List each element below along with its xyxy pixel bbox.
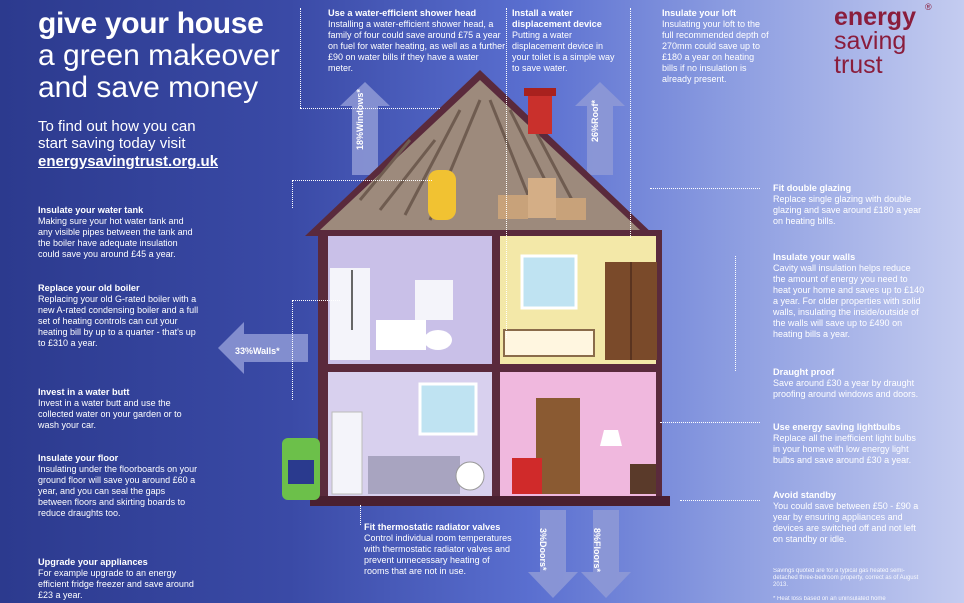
tip-draught-body: Save around £30 a year by draught proofi… [773,378,919,399]
roof-heat-arrow-icon [575,82,625,175]
tip-loft-body: Insulating your loft to the full recomme… [662,19,769,84]
tv [630,464,656,494]
front-door [536,398,580,494]
heat-loss-roof: 26%Roof* [590,99,600,142]
tip-double-glazing: Fit double glazing Replace single glazin… [773,183,923,227]
kitchen-window [418,382,478,436]
heat-loss-doors: 3%Doors* [538,528,548,571]
tip-bulbs-title: Use energy saving lightbulbs [773,422,901,432]
tip-walls-body: Cavity wall insulation helps reduce the … [773,263,925,339]
tip-walls-title: Insulate your walls [773,252,856,262]
tip-glazing-title: Fit double glazing [773,183,852,193]
tip-shower-body: Installing a water-efficient shower head… [328,19,506,73]
windows-heat-arrow-icon [340,82,390,175]
floors-heat-arrow-icon [581,510,631,598]
tip-boiler: Replace your old boiler Replacing your o… [38,283,200,349]
logo-trust: trust [834,51,883,79]
tip-standby: Avoid standby You could save between £50… [773,490,923,545]
bed [503,329,595,357]
tip-loft: Insulate your loft Insulating your loft … [662,8,772,85]
tip-water-tank: Insulate your water tank Making sure you… [38,205,198,260]
tip-floor-body: Insulating under the floorboards on your… [38,464,198,518]
tip-boiler-title: Replace your old boiler [38,283,140,293]
tip-radiator-valves: Fit thermostatic radiator valves Control… [364,522,516,577]
shower [330,268,370,360]
tip-boiler-body: Replacing your old G-rated boiler with a… [38,294,199,348]
tip-walls: Insulate your walls Cavity wall insulati… [773,252,925,340]
tip-shower-title: Use a water-efficient shower head [328,8,477,18]
tip-floor: Insulate your floor Insulating under the… [38,453,198,519]
tip-radiator-title: Fit thermostatic radiator valves [364,522,501,532]
tip-bulbs-body: Replace all the inefficient light bulbs … [773,433,916,465]
tip-glazing-body: Replace single glazing with double glazi… [773,194,922,226]
house-illustration [282,70,670,598]
tip-tank-title: Insulate your water tank [38,205,144,215]
tip-toilet-body: Putting a water displacement device in y… [512,30,615,73]
tip-lightbulbs: Use energy saving lightbulbs Replace all… [773,422,923,466]
tip-toilet-title: Install a water displacement device [512,8,602,29]
tip-water-butt: Invest in a water butt Invest in a water… [38,387,198,431]
washing-machine [455,461,485,491]
bedroom-window [520,254,578,310]
lamp [600,430,622,446]
tip-appliances-body: For example upgrade to an energy efficie… [38,568,194,600]
tip-floor-title: Insulate your floor [38,453,119,463]
website-link[interactable]: energysavingtrust.org.uk [38,153,219,170]
heat-loss-floors: 8%Floors* [592,528,602,573]
basin [376,320,426,350]
tip-radiator-body: Control individual room temperatures wit… [364,533,512,576]
tip-appliances-title: Upgrade your appliances [38,557,148,567]
tip-draught-title: Draught proof [773,367,835,377]
loft-water-tank [428,170,456,220]
title-line-2: a green makeover [38,39,280,72]
logo-registered-mark: ® [925,2,932,12]
mirror [415,280,453,320]
fridge-freezer [331,411,363,495]
tip-draught-proof: Draught proof Save around £30 a year by … [773,367,923,400]
heat-loss-windows: 18%Windows* [355,89,365,150]
tip-butt-body: Invest in a water butt and use the colle… [38,398,182,430]
toilet [424,330,452,350]
tip-shower-head: Use a water-efficient shower head Instal… [328,8,506,74]
tip-standby-title: Avoid standby [773,490,836,500]
tip-loft-title: Insulate your loft [662,8,737,18]
footnote-heat-loss: * Heat loss based on an uninsulated home [773,596,886,602]
title-line-3: and save money [38,71,259,104]
title-line-1: give your house [38,7,264,40]
kitchen-units [368,456,460,494]
logo-saving: saving [834,27,907,55]
tip-butt-title: Invest in a water butt [38,387,130,397]
loft-box [498,195,528,219]
loft-space [320,80,640,230]
doors-heat-arrow-icon [528,510,578,598]
armchair [512,458,542,494]
lead-line-1: To find out how you can [38,118,196,135]
walls-heat-arrow-icon [218,322,308,374]
chimney [528,94,552,134]
tip-appliances: Upgrade your appliances For example upgr… [38,557,198,601]
heat-loss-walls: 33%Walls* [235,346,280,356]
logo-energy: energy [834,3,916,31]
footnote-savings: Savings quoted are for a typical gas hea… [773,568,919,588]
tip-standby-body: You could save between £50 - £90 a year … [773,501,919,544]
tip-tank-body: Making sure your hot water tank and any … [38,216,193,259]
tip-water-displacement: Install a water displacement device Putt… [512,8,620,74]
lead-line-2: start saving today visit [38,135,186,152]
